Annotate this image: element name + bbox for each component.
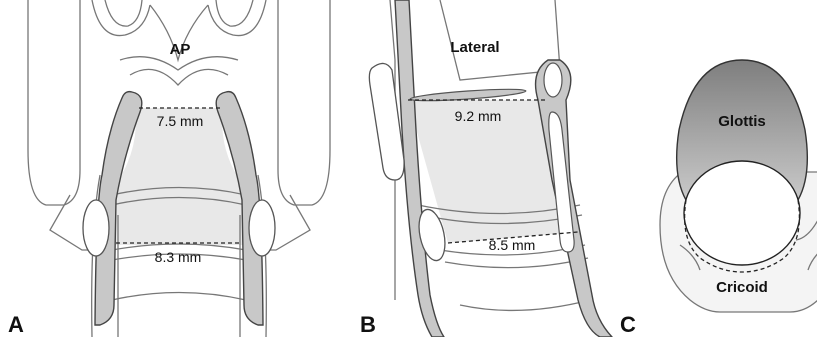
panel-c-glottis-label: Glottis: [718, 113, 766, 130]
panel-c-airway-opening: [684, 161, 800, 265]
panel-c-cross-section: Glottis Cricoid C: [620, 60, 817, 337]
panel-c-cricoid-label: Cricoid: [716, 279, 768, 296]
panel-b-arytenoid-hole: [544, 63, 562, 97]
panel-a-upper-measurement: 7.5 mm: [157, 113, 204, 129]
panel-b-lower-measurement: 8.5 mm: [489, 237, 536, 253]
panel-c-letter: C: [620, 312, 636, 337]
panel-a-lower-measurement: 8.3 mm: [155, 249, 202, 265]
panel-b-view-label: Lateral: [450, 39, 499, 56]
panel-b-lateral-view: Lateral 9.2 mm 8.5 mm B: [360, 0, 612, 337]
panel-a-left-cartilage-oval: [83, 200, 109, 256]
panel-a-right-cartilage-oval: [249, 200, 275, 256]
panel-a-ap-view: AP 7.5 mm 8.3 mm A: [8, 0, 330, 337]
panel-b-letter: B: [360, 312, 376, 337]
panel-a-letter: A: [8, 312, 24, 337]
panel-b-upper-measurement: 9.2 mm: [455, 108, 502, 124]
panel-a-view-label: AP: [170, 41, 191, 58]
